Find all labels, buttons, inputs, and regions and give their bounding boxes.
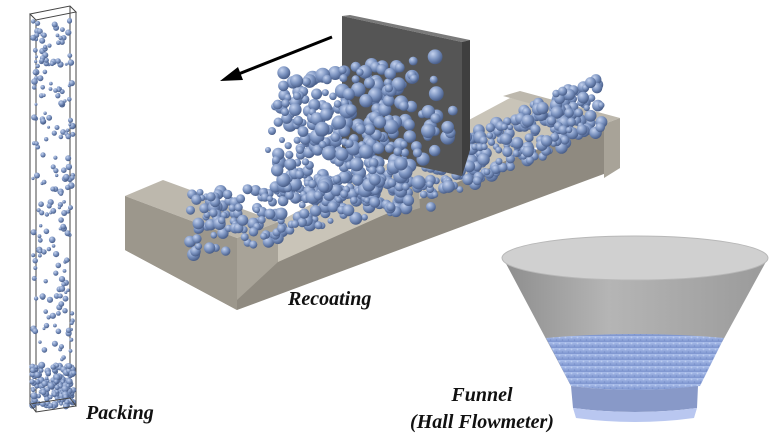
- recoating-particles-pile: [265, 49, 458, 205]
- funnel-rim: [502, 236, 768, 280]
- recoating-label: Recoating: [288, 288, 372, 310]
- recoating-setup: [125, 15, 620, 310]
- funnel-nozzle: [571, 386, 698, 412]
- funnel-label-line2: (Hall Flowmeter): [410, 411, 554, 433]
- funnel-powder: [546, 334, 724, 390]
- hall-flowmeter-funnel: [501, 235, 769, 422]
- packing-label: Packing: [86, 402, 154, 424]
- substrate-left-wall-front: [125, 196, 237, 310]
- substrate-right-wall-side: [604, 118, 620, 178]
- recoating-direction-arrow: [220, 35, 333, 81]
- packing-column: [28, 5, 78, 413]
- funnel-label-line1: Funnel: [451, 384, 513, 406]
- recoating-particles-right: [184, 74, 608, 261]
- packing-particles: [29, 18, 77, 410]
- funnel-label: Funnel (Hall Flowmeter): [282, 382, 682, 436]
